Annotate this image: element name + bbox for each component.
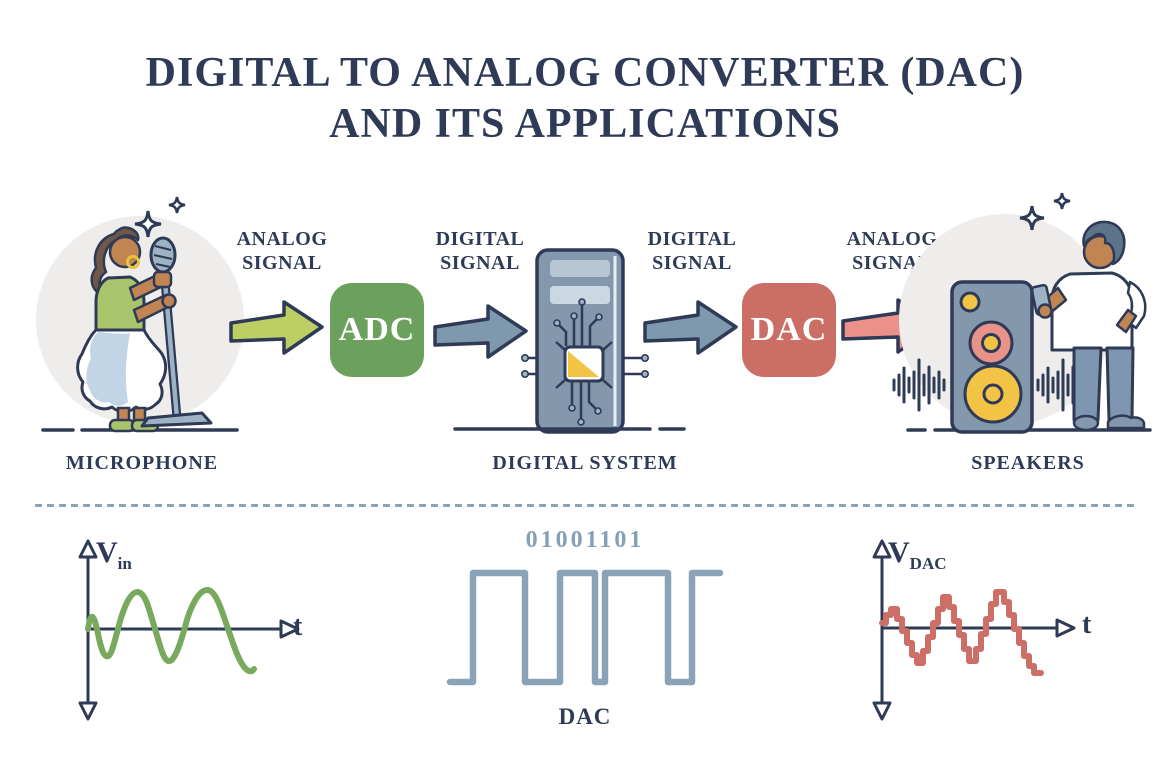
analog-signal-label-1: ANALOG SIGNAL — [228, 227, 336, 275]
hair — [1082, 220, 1126, 266]
sparkle-icon — [134, 210, 162, 238]
label-line: SIGNAL — [652, 252, 732, 274]
staircase-wave — [879, 589, 1044, 676]
speaker-tweeter — [959, 291, 981, 313]
shoe — [1106, 414, 1146, 430]
title-line-1: DIGITAL TO ANALOG CONVERTER (DAC) — [145, 50, 1025, 96]
hand — [1115, 308, 1138, 334]
title-line-2: AND ITS APPLICATIONS — [329, 101, 841, 147]
binary-bits-label: 01001101 — [525, 527, 645, 553]
digital-signal-label-1: DIGITAL SIGNAL — [426, 227, 534, 275]
axis-arrowheads — [872, 539, 1076, 721]
tower-drive-bay-2 — [550, 286, 610, 304]
analog-signal-label-2: ANALOG SIGNAL — [838, 227, 946, 275]
vdac-axis-label: VDAC — [888, 536, 947, 574]
digital-system-ground-line — [453, 427, 686, 431]
dac-box: DAC — [742, 283, 836, 377]
sparkle-icon — [1019, 205, 1045, 231]
speakers-caption: SPEAKERS — [971, 452, 1085, 474]
dashed-divider — [35, 504, 1135, 507]
shoe — [108, 418, 136, 433]
skirt-shading — [86, 332, 130, 406]
mic-grille-lines — [153, 245, 173, 268]
page-title: DIGITAL TO ANALOG CONVERTER (DAC) AND IT… — [0, 48, 1170, 150]
v-subscript: in — [117, 554, 132, 573]
digital-signal-arrow-1 — [433, 304, 528, 359]
jeans-leg — [1105, 346, 1135, 422]
jeans-leg — [1072, 346, 1103, 422]
label-line: SIGNAL — [242, 252, 322, 274]
hair — [90, 226, 140, 296]
v-label: V — [96, 536, 118, 569]
trace-dots — [520, 298, 650, 426]
label-line: DIGITAL — [647, 228, 737, 250]
arms — [128, 270, 177, 324]
input-waveform-plot — [78, 539, 300, 721]
digital-system-caption: DIGITAL SYSTEM — [492, 452, 678, 474]
label-line: SIGNAL — [440, 252, 520, 274]
label-line: DIGITAL — [435, 228, 525, 250]
axis-arrowheads — [78, 539, 300, 721]
listener-person — [1030, 220, 1147, 432]
analog-sine-wave — [85, 587, 257, 675]
mic-stand-base — [140, 411, 213, 428]
sparkle-icon — [1053, 192, 1071, 210]
digital-waveform-plot — [446, 569, 724, 686]
digital-signal-arrow-2 — [643, 300, 738, 355]
sparkle-icon — [168, 196, 186, 214]
digital-signal-label-2: DIGITAL SIGNAL — [638, 227, 746, 275]
analog-signal-arrow — [229, 300, 324, 355]
axes — [880, 555, 1058, 705]
hand — [161, 293, 177, 309]
tshirt — [1050, 271, 1134, 352]
face — [108, 235, 142, 269]
speaker-icon — [950, 280, 1034, 434]
circuit-traces — [555, 304, 613, 420]
label-line: SIGNAL — [852, 252, 932, 274]
microphone-illustration — [36, 196, 244, 433]
singer-person — [76, 226, 168, 433]
v-label: V — [888, 536, 910, 569]
label-line: ANALOG — [846, 228, 938, 250]
tower-drive-bay-1 — [550, 260, 610, 277]
dac-box-label: DAC — [750, 311, 828, 348]
speakers-illustration — [892, 192, 1152, 434]
label-line: ANALOG — [236, 228, 328, 250]
time-axis-label: t — [293, 611, 303, 642]
adc-box-label: ADC — [338, 311, 416, 348]
dac-wave-caption: DAC — [558, 704, 612, 729]
square-wave — [446, 569, 724, 686]
v-subscript: DAC — [909, 554, 947, 573]
earring — [126, 255, 140, 269]
hand — [152, 270, 173, 289]
chip-icon — [563, 345, 605, 383]
shoe — [1072, 414, 1100, 432]
digital-system-illustration — [520, 248, 650, 434]
adc-box: ADC — [330, 283, 424, 377]
vin-axis-label: Vin — [96, 536, 132, 574]
hand — [1037, 303, 1053, 319]
output-waveform-plot — [872, 539, 1076, 721]
time-axis-label: t — [1082, 609, 1092, 640]
microphone-caption: MICROPHONE — [65, 452, 219, 474]
